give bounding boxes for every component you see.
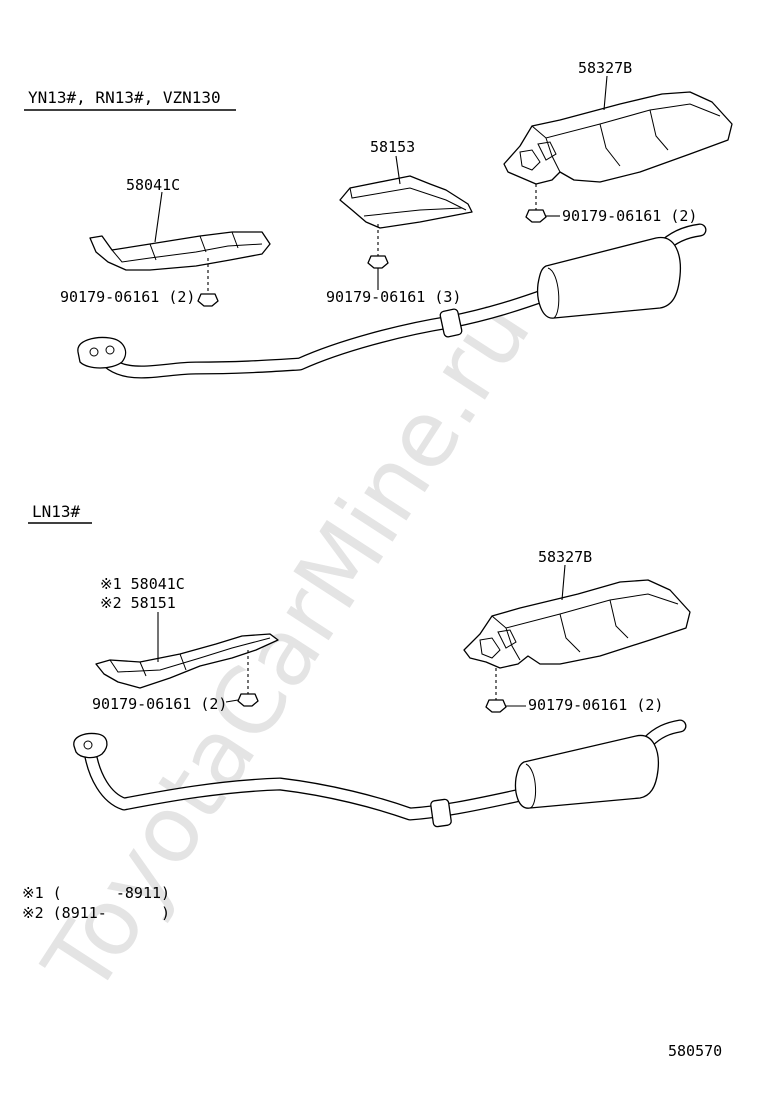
nut-icon — [237, 693, 259, 707]
callout-nut-right-top: 90179-06161 (2) — [562, 207, 697, 225]
exhaust-pipe-bottom — [73, 719, 687, 828]
heat-insulator-58041C-top — [89, 231, 271, 271]
heat-insulator-58327B-bottom — [463, 579, 691, 669]
note-1: ※1 ( -8911) — [22, 884, 170, 902]
callout-nut-left-top: 90179-06161 (2) — [60, 288, 195, 306]
callout-58041C-bottom: ※1 58041C — [100, 575, 185, 593]
callout-58327B-bottom: 58327B — [538, 548, 592, 566]
nut-icon — [485, 699, 507, 713]
callout-58327B-top: 58327B — [578, 59, 632, 77]
callout-nut-right-bottom: 90179-06161 (2) — [528, 696, 663, 714]
leader-nut-left-bottom-label — [225, 699, 239, 703]
leader-58153 — [395, 155, 401, 185]
exhaust-pipe-top — [77, 223, 707, 379]
heat-insulator-58041C-58151 — [95, 633, 279, 689]
callout-58151: ※2 58151 — [100, 594, 176, 612]
leader-58041C-top — [154, 191, 163, 243]
callout-nut-mid: 90179-06161 (3) — [326, 288, 461, 306]
figure-id: 580570 — [668, 1042, 722, 1060]
section-bottom: LN13# ※1 58041C ※2 58151 90179-06 — [28, 502, 691, 828]
callout-58153: 58153 — [370, 138, 415, 156]
section-bottom-title: LN13# — [32, 502, 81, 521]
leader-58327B-bottom — [561, 564, 566, 601]
section-top-title: YN13#, RN13#, VZN130 — [28, 88, 221, 107]
callout-nut-left-bottom: 90179-06161 (2) — [92, 695, 227, 713]
heat-insulator-58327B-top — [503, 91, 733, 185]
heat-insulator-58153 — [339, 175, 473, 229]
nut-icon — [525, 209, 547, 223]
section-top: YN13#, RN13#, VZN130 58041C 90179-0 — [24, 59, 733, 379]
note-2: ※2 (8911- ) — [22, 904, 170, 922]
callout-58041C-top: 58041C — [126, 176, 180, 194]
nut-icon — [367, 255, 389, 269]
leader-58327B-top — [603, 75, 608, 111]
nut-icon — [197, 293, 219, 307]
